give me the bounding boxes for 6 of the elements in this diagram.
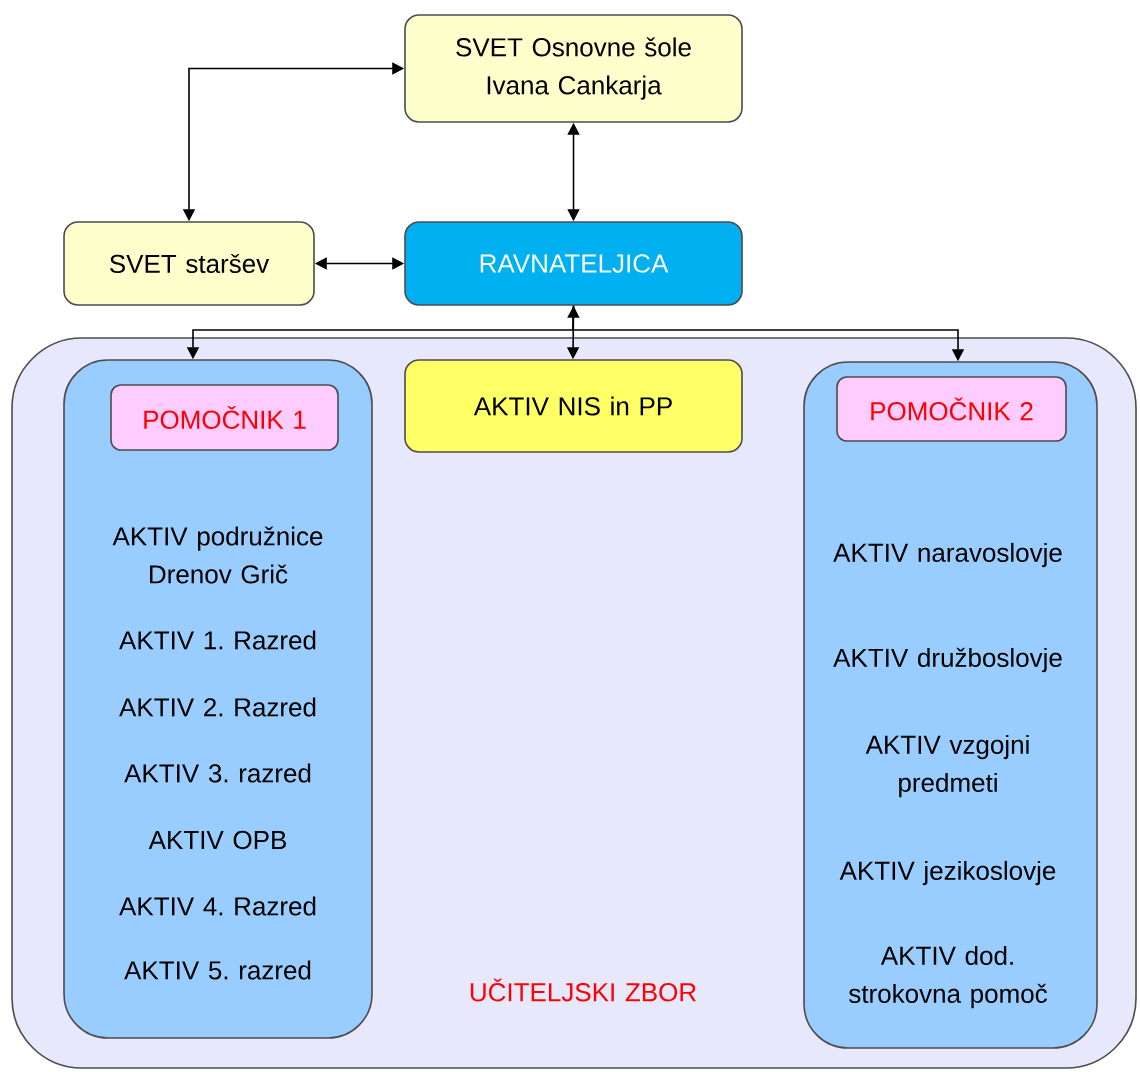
council-box: SVET Osnovne šole Ivana Cankarja bbox=[404, 14, 743, 123]
assistant-box: POMOČNIK 2 bbox=[836, 376, 1067, 442]
council-box: SVET staršev bbox=[63, 221, 315, 306]
assistant-box: POMOČNIK 1 bbox=[110, 384, 339, 451]
group-box: AKTIV NIS in PP bbox=[404, 359, 743, 453]
director-box: RAVNATELJICA bbox=[404, 221, 743, 306]
